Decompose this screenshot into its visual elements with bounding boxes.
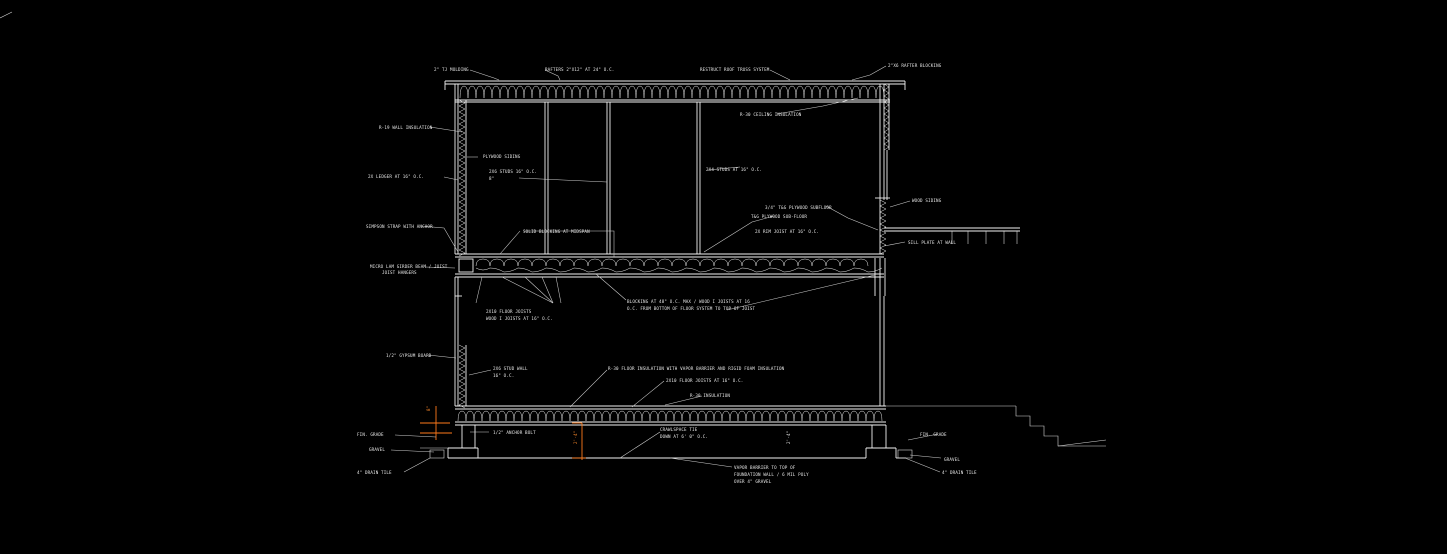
- label-grade-right: FIN. GRADE: [920, 432, 947, 437]
- label-vapor-3: OVER 4" GRAVEL: [734, 479, 772, 484]
- label-t-and-g: T&G PLYWOOD SUB-FLOOR: [751, 214, 807, 219]
- label-crawl-1: CRAWLSPACE TIE: [660, 427, 698, 432]
- annotation-labels: 2" TJ MOLDING RAFTERS 2"X12" AT 24" O.C.…: [357, 63, 977, 484]
- label-joists-2: WOOD I JOISTS AT 16" O.C.: [486, 316, 553, 321]
- dim-label-1: 8": [426, 406, 431, 411]
- label-anchor-bolt: 1/2" ANCHOR BOLT: [493, 430, 536, 435]
- label-joists-1: 2X10 FLOOR JOISTS: [486, 309, 532, 314]
- label-joists-note-1: BLOCKING AT 48" O.C. MAX / WOOD I JOISTS…: [627, 299, 750, 304]
- label-sill-upper: SILL PLATE AT WALL: [908, 240, 956, 245]
- label-rim-joist: 2X RIM JOIST AT 16" O.C.: [755, 229, 819, 234]
- first-floor-system: [455, 405, 886, 426]
- label-r30: R-30 INSULATION: [690, 393, 730, 398]
- foundation: [429, 425, 913, 459]
- grade-and-steps: [420, 405, 1107, 449]
- dim-label-3: 2'-4": [786, 431, 791, 444]
- leaders: [390, 65, 942, 473]
- label-joist-hangers: JOIST HANGERS: [382, 270, 417, 275]
- label-floor-note: R-30 FLOOR INSULATION WITH VAPOR BARRIER…: [608, 366, 785, 371]
- label-roof-top-left: 2" TJ MOLDING: [434, 67, 469, 72]
- label-studs-lower-1: 2X6 STUD WALL: [493, 366, 528, 371]
- label-vapor-1: VAPOR BARRIER TO TOP OF: [734, 465, 796, 470]
- label-wood-siding: WOOD SIDING: [912, 198, 942, 203]
- label-studs-upper2: 2X4 STUDS AT 16" O.C.: [706, 167, 762, 172]
- label-girder-joist: MICRO LAM GIRDER BEAM / JOIST: [370, 264, 448, 269]
- label-studs-upper-sub: 8": [489, 176, 494, 181]
- label-roof-right: 2"X6 RAFTER BLOCKING: [888, 63, 942, 68]
- interior-studs: [544, 102, 701, 254]
- dimension-lines: [420, 406, 586, 460]
- label-plywood: PLYWOOD SIDING: [483, 154, 521, 159]
- label-studs-upper: 2X6 STUDS 16" O.C.: [489, 169, 537, 174]
- label-studs-lower-2: 16" O.C.: [493, 373, 514, 378]
- right-wall-upper: [875, 83, 890, 255]
- label-ledger: 2X LEDGER AT 16" O.C.: [368, 174, 424, 179]
- label-gravel-left: GRAVEL: [369, 447, 385, 452]
- label-vapor-2: FOUNDATION WALL / 6 MIL POLY: [734, 472, 809, 477]
- left-wall-upper: [454, 84, 467, 257]
- ucs-mark: [0, 11, 13, 19]
- label-subfloor: 3/4" T&G PLYWOOD SUBFLOOR: [765, 205, 832, 210]
- label-ceiling-insul: R-30 CEILING INSULATION: [740, 112, 802, 117]
- label-joists-floor: 2X10 FLOOR JOISTS AT 16" O.C.: [666, 378, 743, 383]
- roof-assembly: [444, 80, 906, 103]
- label-wall-insul: R-19 WALL INSULATION: [379, 125, 433, 130]
- label-strap: SIMPSON STRAP WITH ANCHOR: [366, 224, 433, 229]
- dim-label-2: 2'-4": [573, 431, 578, 444]
- second-floor-system: [455, 253, 886, 296]
- label-blocking: SOLID BLOCKING AT MIDSPAN: [523, 229, 590, 234]
- label-footing-right: 4" DRAIN TILE: [942, 470, 977, 475]
- label-gypsum: 1/2" GYPSUM BOARD: [386, 353, 432, 358]
- label-rafters: RAFTERS 2"X12" AT 24" O.C.: [545, 67, 614, 72]
- label-roof-system: RESTRUCT ROOF TRUSS SYSTEM: [700, 67, 770, 72]
- label-grade-left: FIN. GRADE: [357, 432, 384, 437]
- lower-walls: [454, 277, 885, 409]
- label-joists-note-2: O.C. FROM BOTTOM OF FLOOR SYSTEM TO TOP …: [627, 306, 756, 311]
- label-gravel-right: GRAVEL: [944, 457, 960, 462]
- label-crawl-2: DOWN AT 6' 0" O.C.: [660, 434, 708, 439]
- deck: [884, 227, 1020, 244]
- label-footing-left: 4" DRAIN TILE: [357, 470, 392, 475]
